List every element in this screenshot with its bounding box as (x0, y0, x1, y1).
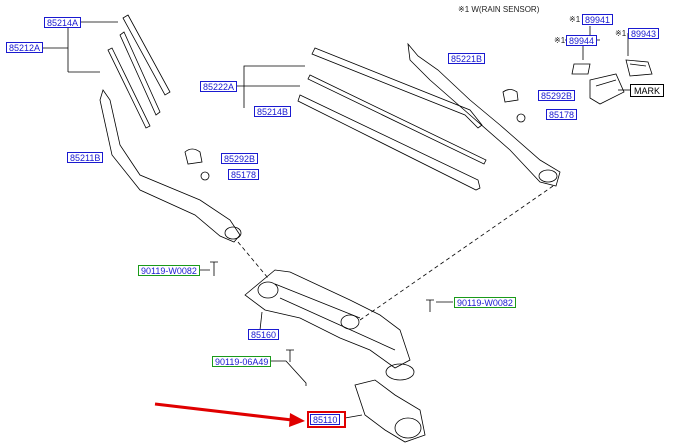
arm-85211B (99, 89, 241, 243)
callout-arrow-line (154, 402, 293, 422)
highlight-85110 (307, 411, 346, 428)
star-mark-89941: ※1 (569, 15, 581, 24)
rain-sensor-note: ※1 W(RAIN SENSOR) (458, 5, 540, 14)
arm-85221B-pivot (538, 169, 558, 183)
part-label-85214A[interactable]: 85214A (44, 17, 82, 28)
sensor-89944 (571, 63, 591, 75)
part-label-85222A[interactable]: 85222A (200, 81, 238, 92)
leader-85212A (38, 21, 118, 73)
part-label-89941[interactable]: 89941 (582, 14, 614, 25)
linkage-85160 (244, 269, 411, 369)
motor-end (394, 417, 422, 439)
dash-arm-left (237, 241, 269, 279)
part-label-85292B-right[interactable]: 85292B (538, 90, 576, 101)
blade-85214A (122, 14, 171, 96)
part-label-85178-left[interactable]: 85178 (228, 169, 260, 180)
part-label-85214B[interactable]: 85214B (254, 106, 292, 117)
part-label-85212A[interactable]: 85212A (6, 42, 44, 53)
cap-85292B-left (184, 148, 203, 165)
part-label-89943[interactable]: 89943 (628, 28, 660, 39)
nut-85178-left (200, 171, 210, 181)
leader-85222A (235, 65, 305, 108)
mark-label: MARK (630, 84, 665, 97)
motor-leader (344, 414, 363, 419)
nut-85178-right (516, 113, 526, 123)
linkage-pivot-mid (340, 314, 360, 330)
linkage-crank (385, 363, 415, 381)
star-mark-89943: ※1 (615, 29, 627, 38)
motor-85110 (354, 379, 426, 443)
blade-85214B (297, 94, 481, 191)
blade-upper-right (311, 47, 483, 129)
arm-85211B-pivot (224, 226, 242, 240)
callout-arrow-head (289, 413, 305, 427)
part-label-85110[interactable]: 85110 (310, 414, 341, 425)
cap-85292B-right (502, 89, 519, 103)
bolt-label-90119-W0082-left[interactable]: 90119-W0082 (138, 265, 200, 276)
star-mark-89944: ※1 (554, 36, 566, 45)
part-label-85221B[interactable]: 85221B (448, 53, 486, 64)
part-label-89944[interactable]: 89944 (566, 35, 598, 46)
linkage-rod (274, 283, 396, 351)
blade-middle-right (307, 74, 487, 165)
leader-85160 (259, 311, 263, 331)
sensor-89943 (625, 59, 653, 77)
bolt-bottom (286, 349, 294, 362)
bolt-right (426, 299, 434, 312)
part-label-85211B[interactable]: 85211B (67, 152, 104, 163)
part-label-85160[interactable]: 85160 (248, 329, 280, 340)
part-label-85178-right[interactable]: 85178 (546, 109, 578, 120)
bolt-label-90119-06A49[interactable]: 90119-06A49 (212, 356, 272, 367)
linkage-pivot-left (257, 281, 279, 299)
bolt-left (210, 261, 218, 276)
blade-left-small (107, 47, 151, 129)
part-label-85292B-left[interactable]: 85292B (221, 153, 259, 164)
arm-85221B (407, 42, 561, 187)
sensor-89941 (589, 73, 625, 105)
bolt-label-90119-W0082-right[interactable]: 90119-W0082 (454, 297, 516, 308)
blade-left-strip (119, 31, 161, 116)
leader-90119-06A49 (260, 360, 307, 386)
